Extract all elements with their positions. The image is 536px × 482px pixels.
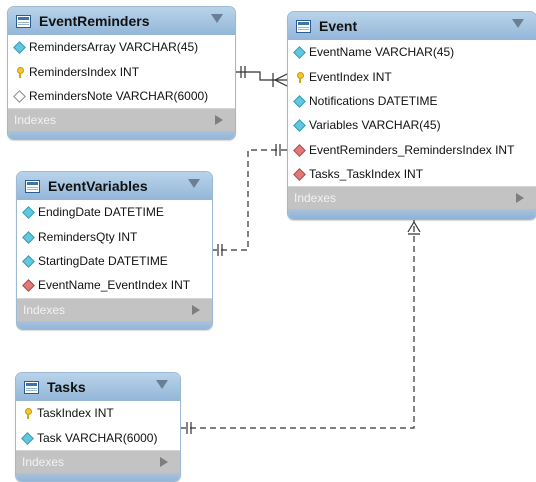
expand-arrow-icon[interactable] [215,115,223,126]
table-name: EventVariables [48,178,148,194]
column-label: EndingDate DATETIME [38,205,164,220]
primary-key-icon [14,66,24,78]
column-row[interactable]: EventName_EventIndex INT [17,273,212,297]
primary-key-icon [294,71,304,83]
indexes-label: Indexes [22,454,65,469]
table-header[interactable]: Event [288,12,536,40]
cyan-diamond-icon [294,47,304,57]
expand-arrow-icon[interactable] [516,193,524,204]
column-label: Variables VARCHAR(45) [309,118,441,133]
table-name: Tasks [47,379,86,395]
column-label: EventReminders_RemindersIndex INT [309,142,515,157]
table-footer [288,209,536,219]
collapse-arrow-icon[interactable] [512,19,524,28]
table-tasks[interactable]: Tasks TaskIndex INT Task VARCHAR(6000) I… [15,372,181,482]
foreign-key-diamond-icon [294,169,304,179]
collapse-arrow-icon[interactable] [156,380,168,389]
indexes-label: Indexes [294,191,337,206]
table-name: EventReminders [39,13,150,29]
foreign-key-diamond-icon [23,280,33,290]
column-row[interactable]: EventName VARCHAR(45) [288,40,536,64]
indexes-section[interactable]: Indexes [16,449,180,473]
column-row[interactable]: Task VARCHAR(6000) [16,425,180,449]
table-eventreminders[interactable]: EventReminders RemindersArray VARCHAR(45… [7,6,236,140]
primary-key-icon [22,408,32,420]
column-row[interactable]: EventIndex INT [288,64,536,88]
table-eventvariables[interactable]: EventVariables EndingDate DATETIME Remin… [16,171,213,330]
one-mandatory-mark [240,66,246,78]
column-row[interactable]: Variables VARCHAR(45) [288,113,536,137]
collapse-arrow-icon[interactable] [188,179,200,188]
expand-arrow-icon[interactable] [192,304,200,315]
column-row[interactable]: Notifications DATETIME [288,89,536,113]
cyan-diamond-icon [294,96,304,106]
table-footer [8,131,235,139]
hollow-diamond-icon [14,91,24,101]
column-label: Task VARCHAR(6000) [37,430,158,445]
column-label: StartingDate DATETIME [38,253,168,268]
column-row[interactable]: StartingDate DATETIME [17,249,212,273]
crow-foot-mark [272,73,288,87]
table-icon [16,14,31,28]
indexes-section[interactable]: Indexes [17,297,212,321]
column-label: RemindersIndex INT [29,64,140,79]
one-mandatory-mark [186,422,192,434]
table-icon [296,19,311,33]
column-row[interactable]: EndingDate DATETIME [17,200,212,224]
one-mandatory-mark [275,144,281,156]
table-name: Event [319,18,358,34]
column-row[interactable]: TaskIndex INT [16,401,180,425]
column-label: RemindersNote VARCHAR(6000) [29,88,209,103]
relationship-eventvariables-event[interactable] [211,144,287,256]
column-row[interactable]: RemindersIndex INT [8,59,235,83]
cyan-diamond-icon [23,256,33,266]
one-mandatory-mark [217,244,223,256]
column-label: EventName VARCHAR(45) [309,45,455,60]
crow-foot-mark [407,220,421,235]
cyan-diamond-icon [23,232,33,242]
column-label: RemindersArray VARCHAR(45) [29,40,199,55]
cyan-diamond-icon [22,433,32,443]
column-label: Tasks_TaskIndex INT [309,167,424,182]
table-header[interactable]: EventReminders [8,7,235,35]
indexes-section[interactable]: Indexes [8,108,235,132]
table-footer [16,472,180,481]
foreign-key-diamond-icon [294,145,304,155]
cyan-diamond-icon [14,42,24,52]
column-row[interactable]: EventReminders_RemindersIndex INT [288,138,536,162]
relationship-eventreminders-event[interactable] [234,66,288,87]
column-label: Notifications DATETIME [309,93,438,108]
table-header[interactable]: Tasks [16,373,180,401]
indexes-label: Indexes [14,113,57,128]
relationship-tasks-event[interactable] [180,220,421,434]
column-row[interactable]: Tasks_TaskIndex INT [288,162,536,186]
column-row[interactable]: RemindersQty INT [17,224,212,248]
column-label: TaskIndex INT [37,406,114,421]
table-footer [17,320,212,329]
cyan-diamond-icon [294,120,304,130]
column-label: EventName_EventIndex INT [38,278,191,293]
column-row[interactable]: RemindersNote VARCHAR(6000) [8,84,235,108]
column-label: RemindersQty INT [38,229,138,244]
indexes-section[interactable]: Indexes [288,186,536,210]
expand-arrow-icon[interactable] [160,456,168,467]
table-event[interactable]: Event EventName VARCHAR(45) EventIndex I… [287,11,536,220]
collapse-arrow-icon[interactable] [211,14,223,23]
cyan-diamond-icon [23,207,33,217]
indexes-label: Indexes [23,302,66,317]
table-icon [24,380,39,394]
table-header[interactable]: EventVariables [17,172,212,200]
column-row[interactable]: RemindersArray VARCHAR(45) [8,35,235,59]
table-icon [25,179,40,193]
column-label: EventIndex INT [309,69,392,84]
